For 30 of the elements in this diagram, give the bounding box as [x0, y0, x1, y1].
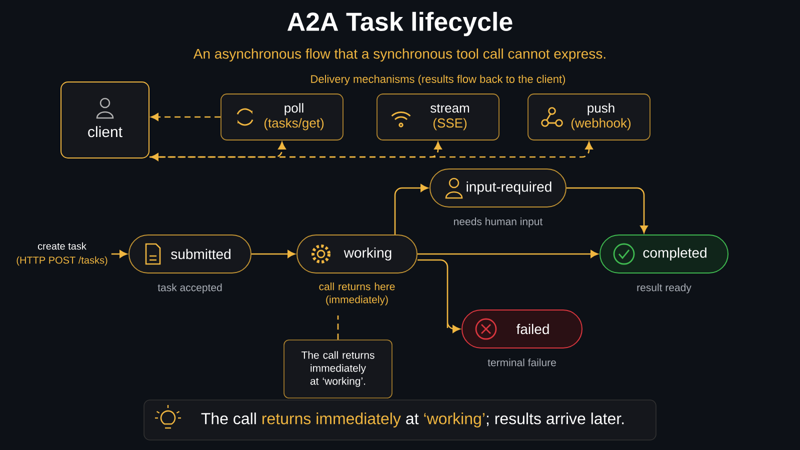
- section-label: Delivery mechanisms (results flow back to the client): [311, 74, 566, 86]
- client-box: client: [60, 82, 150, 158]
- leader-line: [337, 316, 339, 340]
- state-pill: completed: [600, 234, 728, 274]
- arrow: [394, 184, 428, 234]
- mechanism-box: poll (tasks/get): [220, 94, 344, 140]
- caption-text: result ready: [637, 284, 692, 294]
- subtitle: An asynchronous flow that a synchronous tool call cannot express.: [193, 48, 606, 62]
- arrow: [418, 259, 460, 333]
- arrow: [418, 250, 598, 258]
- caption-text: terminal failure: [488, 358, 556, 366]
- title: A2A Task lifecycle: [287, 12, 512, 36]
- caption-text: call returns here (immediately): [319, 282, 395, 306]
- caption-text: task accepted: [158, 284, 222, 294]
- note-box: The call returns immediately at ‘working’.: [284, 340, 392, 398]
- arrow: [566, 187, 648, 234]
- arrow: [111, 250, 128, 258]
- mechanism-box: push (webhook): [528, 94, 650, 140]
- state-pill: working: [296, 234, 418, 274]
- arrow: [150, 113, 221, 121]
- arrow: [150, 142, 286, 161]
- arrow: [252, 250, 296, 258]
- caption-text: needs human input: [454, 218, 543, 228]
- state-pill: submitted: [128, 234, 252, 274]
- start-label: create task (HTTP POST /tasks): [16, 242, 108, 266]
- state-pill: input-required: [430, 168, 566, 208]
- arrow: [150, 142, 593, 158]
- mechanism-box: stream (SSE): [376, 94, 500, 140]
- state-pill: failed: [462, 310, 582, 348]
- summary-banner: The call returns immediately at ‘working’; results arrive later.: [144, 400, 656, 440]
